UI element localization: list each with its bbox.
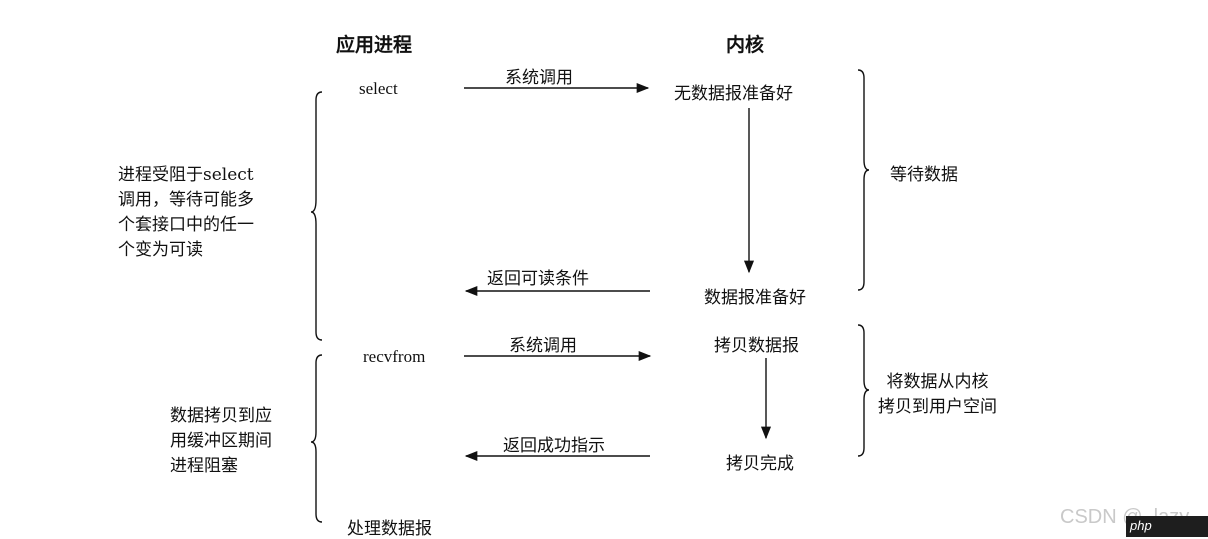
note-copy-to-user: 将数据从内核 拷贝到用户空间	[878, 370, 997, 420]
note-line: 调用，等待可能多	[118, 190, 254, 210]
note-line: 进程阻塞	[170, 456, 238, 476]
kernel-copy-complete: 拷贝完成	[726, 454, 794, 474]
note-blocked-select: 进程受阻于select 调用，等待可能多 个套接口中的任一 个变为可读	[118, 163, 254, 263]
left-brace-select	[310, 91, 323, 341]
left-brace-recvfrom	[310, 354, 323, 523]
php-badge: php	[1126, 516, 1208, 537]
note-line: 将数据从内核	[886, 372, 989, 392]
note-line: 拷贝到用户空间	[878, 397, 997, 417]
label-syscall-1: 系统调用	[505, 68, 573, 88]
app-recvfrom: recvfrom	[363, 347, 426, 366]
kernel-datagram-ready: 数据报准备好	[704, 288, 806, 308]
note-line: 个变为可读	[118, 240, 203, 260]
note-line: 进程受阻于select	[118, 165, 254, 185]
kernel-no-datagram-ready: 无数据报准备好	[674, 84, 793, 104]
label-return-readable: 返回可读条件	[487, 269, 589, 289]
header-app-process: 应用进程	[336, 34, 413, 56]
app-select: select	[359, 79, 398, 98]
php-badge-label: php	[1130, 518, 1152, 533]
right-brace-copy	[857, 324, 870, 457]
kernel-copy-datagram: 拷贝数据报	[714, 336, 799, 356]
app-process-datagram: 处理数据报	[347, 519, 432, 539]
note-blocked-copy: 数据拷贝到应 用缓冲区期间 进程阻塞	[170, 404, 272, 479]
note-line: 个套接口中的任一	[118, 215, 254, 235]
note-line: 数据拷贝到应	[170, 406, 272, 426]
note-line: 用缓冲区期间	[170, 431, 272, 451]
label-return-success: 返回成功指示	[503, 436, 605, 456]
label-syscall-2: 系统调用	[509, 336, 577, 356]
note-wait-data: 等待数据	[890, 165, 958, 185]
right-brace-wait	[857, 69, 870, 291]
header-kernel: 内核	[726, 34, 765, 56]
